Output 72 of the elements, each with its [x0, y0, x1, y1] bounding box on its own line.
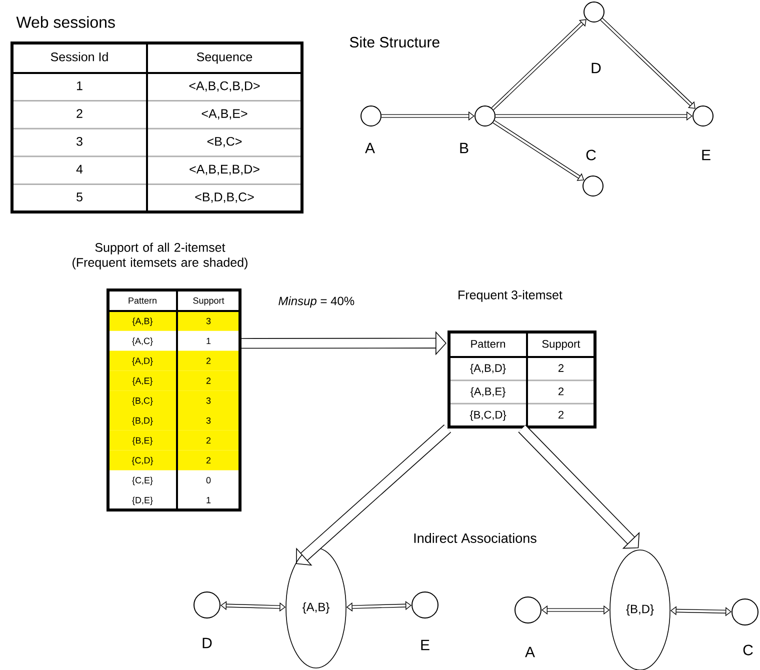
table-cell: {A,E}	[132, 377, 153, 386]
table-cell: 4	[76, 164, 83, 174]
table-cell: 2	[558, 388, 564, 396]
table-cell: 2	[206, 437, 211, 444]
table-cell: {A,B}	[132, 318, 153, 326]
table-cell: 3	[206, 397, 211, 404]
node-label: D	[592, 62, 601, 74]
table-cell: 2	[76, 109, 82, 118]
circle-node	[194, 592, 220, 618]
table-cell: {C,D}	[132, 456, 154, 466]
threshold-label: Minsup = 40%	[278, 296, 354, 308]
table-cell: 1	[206, 497, 211, 504]
circle-node	[360, 106, 382, 126]
circle-node	[584, 2, 604, 22]
table-cell: 2	[206, 378, 211, 384]
table-cell: {A,B,D}	[470, 364, 506, 374]
table-cell: {A,D}	[132, 357, 153, 366]
table-cell: {B,C}	[132, 397, 153, 406]
arrow	[600, 18, 696, 109]
circle-node	[732, 598, 758, 626]
section-title: Indirect Associations	[414, 533, 536, 543]
node-label: C	[586, 150, 596, 160]
circle-node	[474, 106, 496, 126]
circle-node	[412, 592, 438, 618]
arrow	[296, 424, 452, 566]
table-cell: {B,C,D}	[470, 410, 506, 421]
table-cell: 0	[206, 477, 211, 484]
table-cell: <B,D,B,C>	[195, 192, 254, 203]
table-cell: <A,B,E,B,D>	[190, 164, 260, 176]
table-cell: 5	[76, 192, 82, 202]
table-header: Support	[542, 340, 580, 350]
table-cell: 1	[206, 338, 211, 344]
ellipse-node: {A,B}	[286, 548, 346, 668]
section-title: Site Structure	[350, 36, 440, 48]
table-cell: {B,D}	[132, 417, 153, 426]
circle-node	[514, 596, 542, 624]
table-cell: 3	[206, 417, 211, 424]
table-header: Support	[193, 297, 224, 306]
table-title: Frequent 3-itemset	[458, 290, 562, 302]
table-cell: <A,B,E>	[202, 109, 248, 120]
arrow	[492, 120, 584, 181]
table-title: Web sessions	[16, 16, 115, 28]
node-label: A	[365, 142, 375, 154]
node-label: A	[525, 646, 535, 658]
node-label: E	[702, 150, 710, 160]
node-label: D	[202, 638, 212, 648]
table-cell: 2	[558, 364, 564, 372]
table-header: Sequence	[196, 52, 252, 64]
table-cell: 3	[76, 136, 82, 146]
table-cell: {C,E}	[132, 476, 153, 486]
table-cell: {A,B,E}	[470, 387, 506, 398]
arrow	[518, 424, 640, 549]
node-label: E	[421, 640, 430, 650]
table-cell: {D,E}	[132, 496, 153, 506]
table-title: Support of all 2-itemset (Frequent itemsets are shaded)	[72, 242, 248, 270]
table-cell: <A,B,C,B,D>	[189, 81, 260, 92]
table-cell: 1	[76, 81, 82, 90]
table-cell: 3	[206, 318, 211, 324]
table-cell: 2	[558, 410, 564, 418]
table-cell: 2	[206, 358, 211, 364]
table-cell: <B,C>	[207, 136, 242, 148]
arrow	[491, 19, 586, 110]
table-header: Session Id	[50, 52, 108, 62]
table-cell: 2	[206, 457, 211, 464]
table-header: Pattern	[471, 340, 506, 348]
node-label: B	[460, 142, 468, 154]
table-cell: {A,C}	[132, 338, 153, 346]
circle-node	[692, 106, 714, 126]
table-header: Pattern	[128, 297, 156, 304]
node-label: C	[743, 644, 753, 656]
table-cell: {B,E}	[132, 437, 153, 446]
circle-node	[582, 176, 604, 196]
